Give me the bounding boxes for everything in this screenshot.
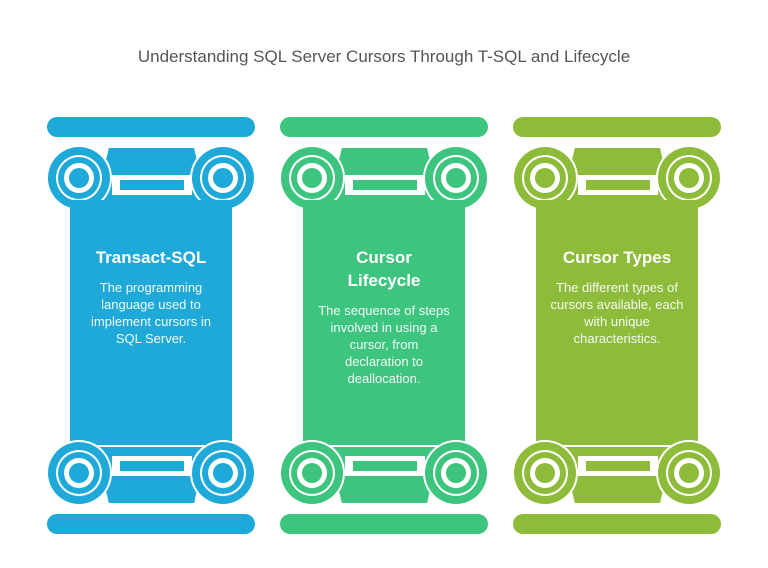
pillar-heading: Cursor Types bbox=[562, 248, 672, 267]
pillar-shaft bbox=[536, 200, 698, 451]
volute-icon bbox=[656, 145, 722, 211]
abacus-bar bbox=[47, 514, 255, 534]
volute-icon bbox=[512, 145, 578, 211]
volute-icon bbox=[190, 440, 256, 506]
abacus-bar bbox=[280, 514, 488, 534]
volute-icon bbox=[279, 145, 345, 211]
abacus-bar bbox=[47, 117, 255, 137]
pillar-heading: Cursor Lifecycle bbox=[347, 248, 421, 290]
volute-icon bbox=[423, 145, 489, 211]
pillar-description: The programming language used to impleme… bbox=[91, 280, 211, 346]
abacus-bar bbox=[280, 117, 488, 137]
abacus-bar bbox=[513, 117, 721, 137]
pillar-description: The sequence of steps involved in using … bbox=[318, 303, 450, 386]
volute-icon bbox=[190, 145, 256, 211]
volute-icon bbox=[512, 440, 578, 506]
pillar-transact-sql: Transact-SQL The programming language us… bbox=[46, 0, 256, 568]
pillar-graphic bbox=[512, 117, 722, 534]
volute-icon bbox=[423, 440, 489, 506]
volute-icon bbox=[46, 145, 112, 211]
diagram-title: Understanding SQL Server Cursors Through… bbox=[137, 47, 631, 66]
pillar-graphic bbox=[46, 117, 256, 534]
volute-icon bbox=[46, 440, 112, 506]
volute-icon bbox=[279, 440, 345, 506]
pillar-cursor-types: Cursor Types The different types of curs… bbox=[512, 0, 722, 568]
pillar-heading: Transact-SQL bbox=[95, 248, 207, 267]
pillar-description: The different types of cursors available… bbox=[550, 280, 684, 346]
abacus-bar bbox=[513, 514, 721, 534]
pillar-shaft bbox=[70, 200, 232, 451]
pillar-cursor-lifecycle: Cursor Lifecycle The sequence of steps i… bbox=[279, 0, 489, 568]
pillar-graphic bbox=[279, 117, 489, 534]
pillar-shaft bbox=[303, 200, 465, 451]
volute-icon bbox=[656, 440, 722, 506]
